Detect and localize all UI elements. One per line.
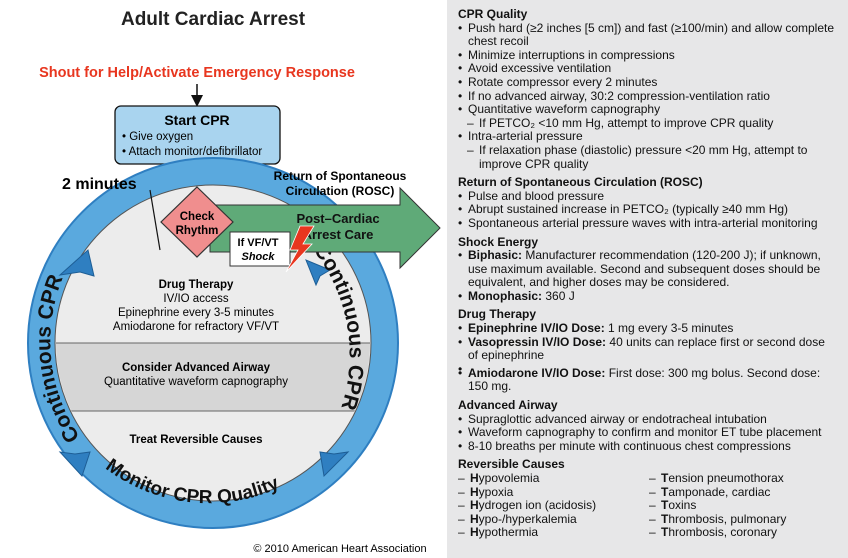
list-item: Monophasic: 360 J xyxy=(458,289,840,304)
section-heading: Shock Energy xyxy=(458,234,539,249)
list-item: If PETCO₂ <10 mm Hg, attempt to improve … xyxy=(458,116,840,131)
list-item: improve CPR quality xyxy=(479,156,589,171)
post-arrest-label: Post–Cardiac xyxy=(296,211,379,226)
copyright: © 2010 American Heart Association xyxy=(253,543,426,555)
causes-left: HypovolemiaHypoxiaHydrogen ion (acidosis… xyxy=(458,471,649,540)
shock-box xyxy=(229,231,291,267)
list-item: Hydrogen ion (acidosis) xyxy=(458,498,649,513)
list-item: Biphasic: Manufacturer recommendation (1… xyxy=(458,248,840,263)
check-rhythm-label: Check xyxy=(180,211,215,223)
list-item: Waveform capnography to confirm and moni… xyxy=(458,426,840,440)
start-cpr-item: • Attach monitor/defibrillator xyxy=(122,146,262,158)
list-item: Hypothermia xyxy=(458,526,649,540)
post-arrest-label: Arrest Care xyxy=(303,227,374,242)
shock-list: Biphasic: Manufacturer recommendation (1… xyxy=(458,248,840,304)
section-heading: Advanced Airway xyxy=(458,398,558,413)
drug-therapy-line: Epinephrine every 3-5 minutes xyxy=(118,307,274,319)
list-item: Intra-arterial pressure xyxy=(458,130,840,144)
lightning-icon xyxy=(285,225,315,273)
list-item: Thrombosis, coronary xyxy=(649,526,840,540)
causes-columns: HypovolemiaHypoxiaHydrogen ion (acidosis… xyxy=(458,471,840,540)
list-item: of epinephrine xyxy=(468,348,545,363)
causes-right: Tension pneumothoraxTamponade, cardiacTo… xyxy=(649,471,840,540)
section-heading: Drug Therapy xyxy=(458,307,537,322)
list-item: Vasopressin IV/IO Dose: 40 units can rep… xyxy=(458,335,840,350)
list-item: Quantitative waveform capnography xyxy=(458,103,840,117)
start-cpr-heading: Start CPR xyxy=(164,112,229,128)
airway-band xyxy=(56,342,370,412)
shock-label: Shock xyxy=(241,251,275,263)
section-heading: Reversible Causes xyxy=(458,457,565,472)
list-item: 8-10 breaths per minute with continuous … xyxy=(458,439,840,454)
airway-list: Supraglottic advanced airway or endotrac… xyxy=(458,412,840,454)
list-item: Hypoxia xyxy=(458,485,649,500)
cpr-quality-list: Push hard (≥2 inches [5 cm]) and fast (≥… xyxy=(458,21,840,172)
list-item: If relaxation phase (diastolic) pressure… xyxy=(458,143,840,158)
list-item: Minimize interruptions in compressions xyxy=(458,48,840,63)
list-item: Toxins xyxy=(649,498,840,513)
list-item: Pulse and blood pressure xyxy=(458,189,840,204)
info-panel: CPR Quality Push hard (≥2 inches [5 cm])… xyxy=(447,0,848,558)
list-item: Rotate compressor every 2 minutes xyxy=(458,75,840,90)
check-rhythm-diamond xyxy=(160,186,234,258)
list-item: use maximum available. Second and subseq… xyxy=(468,261,821,276)
ring-arrows xyxy=(58,249,350,478)
list-item: Hypo-/hyperkalemia xyxy=(458,512,649,527)
list-item: If no advanced airway, 30:2 compression-… xyxy=(458,89,840,104)
check-rhythm-label: Rhythm xyxy=(176,225,219,237)
list-item: chest recoil xyxy=(468,34,529,49)
section-heading: Return of Spontaneous Circulation (ROSC) xyxy=(458,175,703,190)
list-item: Tension pneumothorax xyxy=(649,471,840,486)
airway-heading: Consider Advanced Airway xyxy=(122,362,271,374)
drug-therapy-line: Amiodarone for refractory VF/VT xyxy=(113,321,279,333)
list-item: Avoid excessive ventilation xyxy=(458,62,840,76)
list-item: Push hard (≥2 inches [5 cm]) and fast (≥… xyxy=(458,21,840,36)
shout-label: Shout for Help/Activate Emergency Respon… xyxy=(39,65,355,81)
diagram-title: Adult Cardiac Arrest xyxy=(121,9,306,30)
shock-label: If VF/VT xyxy=(238,237,279,249)
drug-therapy-heading: Drug Therapy xyxy=(159,279,234,291)
list-item: Tamponade, cardiac xyxy=(649,485,840,500)
list-item: Thrombosis, pulmonary xyxy=(649,512,840,527)
list-item: Epinephrine IV/IO Dose: 1 mg every 3-5 m… xyxy=(458,321,840,336)
rosc-list: Pulse and blood pressureAbrupt sustained… xyxy=(458,189,840,231)
list-item: Supraglottic advanced airway or endotrac… xyxy=(458,412,840,427)
reversible-heading: Treat Reversible Causes xyxy=(130,434,263,446)
start-cpr-item: • Give oxygen xyxy=(122,131,193,143)
list-item: Abrupt sustained increase in PETCO₂ (typ… xyxy=(458,203,840,217)
algorithm-diagram: Adult Cardiac Arrest Shout for Help/Acti… xyxy=(27,9,441,555)
two-minutes-label: 2 minutes xyxy=(62,176,137,193)
airway-line: Quantitative waveform capnography xyxy=(104,376,288,388)
list-item: Amiodarone IV/IO Dose: First dose: 300 m… xyxy=(458,366,840,394)
list-item: Spontaneous arterial pressure waves with… xyxy=(458,216,840,231)
list-item: equivalent, and higher doses may be cons… xyxy=(468,275,730,290)
drug-therapy-line: IV/IO access xyxy=(163,293,228,305)
rosc-label: Return of Spontaneous xyxy=(274,169,407,183)
rosc-label: Circulation (ROSC) xyxy=(286,184,395,198)
list-item: Hypovolemia xyxy=(458,471,649,486)
section-heading: CPR Quality xyxy=(458,7,528,21)
drug-list: Epinephrine IV/IO Dose: 1 mg every 3-5 m… xyxy=(458,321,840,394)
